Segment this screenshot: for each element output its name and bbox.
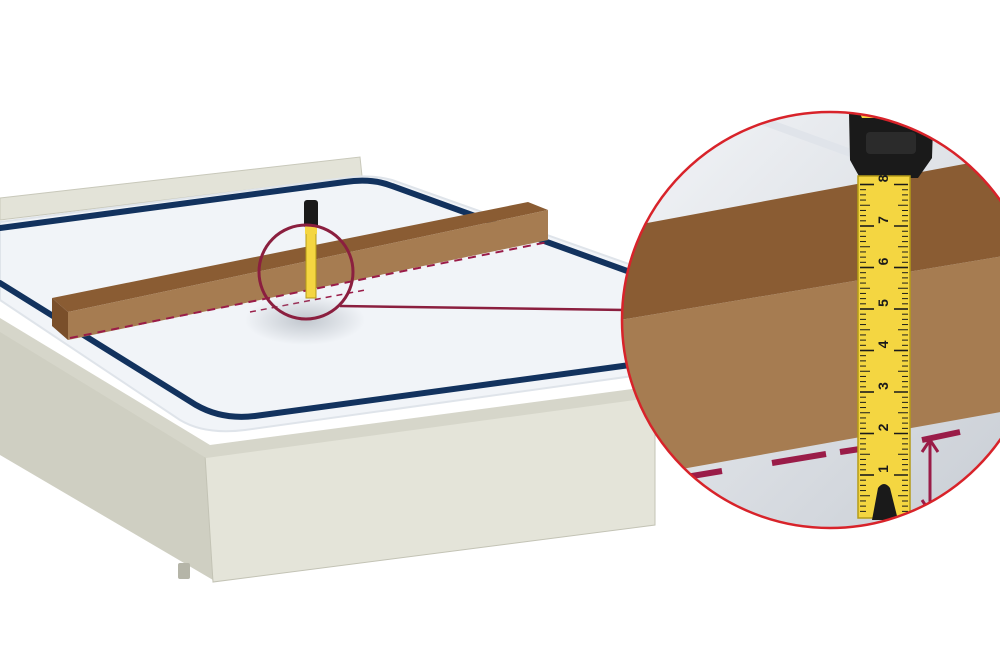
tape-blade	[857, 175, 911, 519]
callout-circle-small	[257, 223, 355, 321]
tape-number-label: 4	[875, 340, 891, 348]
tape-number-label: 2	[875, 423, 891, 431]
straightedge-end	[52, 298, 68, 340]
tape-number-label: 1	[875, 465, 891, 473]
callout-connector	[339, 304, 627, 312]
tape-number-label: 6	[875, 257, 891, 265]
small-tape-blade	[305, 227, 317, 299]
tape-ticks	[860, 183, 908, 512]
tape-hook	[872, 484, 898, 520]
tape-number-label: 8	[875, 174, 891, 182]
bed-frame-side	[0, 330, 213, 580]
tape-number-label: 3	[875, 382, 891, 390]
callout-circle-large	[620, 110, 1000, 530]
tape-number-label: 5	[875, 299, 891, 307]
bed-foot	[178, 563, 190, 579]
tape-number-label: 7	[875, 216, 891, 224]
zoom-detail: 1 2 3 4 5 6 7 8	[620, 110, 1000, 530]
bed-frame-rim	[0, 318, 650, 458]
small-tape-case-accent	[305, 226, 317, 234]
mattress-border	[0, 177, 633, 420]
straightedge-top	[52, 202, 548, 312]
bed	[0, 156, 656, 583]
zoom-wood-top	[622, 150, 1000, 320]
zoom-wood-front	[622, 250, 1000, 480]
small-tape-case	[304, 200, 318, 228]
tape-numbers: 1 2 3 4 5 6 7 8	[875, 174, 891, 473]
